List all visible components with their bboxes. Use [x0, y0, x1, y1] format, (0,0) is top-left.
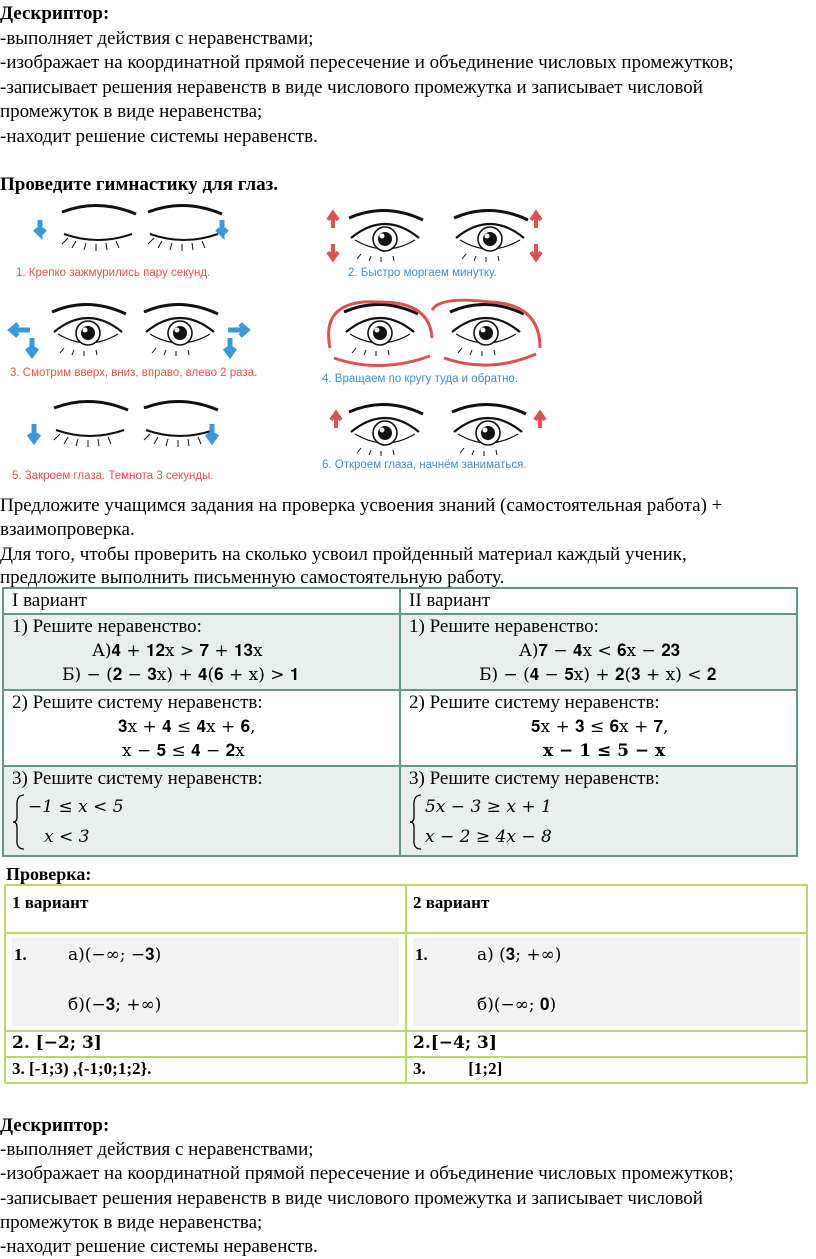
descriptor-line: -изображает на координатной прямой перес… — [0, 1163, 734, 1184]
table-row: 3) Решите систему неравенств: −1 ≤ x < 5… — [2, 765, 798, 857]
eye-gymnastics-illustration: 1. Крепко зажмурились пару секунд. 2. Бы… — [7, 203, 547, 482]
answer-number: 1. — [14, 945, 27, 964]
task-system-line: x − 2 ≥ 4x − 8 — [425, 827, 552, 847]
column-header: II вариант — [399, 587, 798, 615]
task-title: 3) Решите систему неравенств: — [12, 768, 263, 789]
task-system-line: x < 3 — [44, 827, 90, 847]
task-inequality: Б) − (𝟒 − 𝟓x) + 𝟐(𝟑 + x) < 𝟐 — [479, 665, 717, 685]
task-cell: 1) Решите неравенство: А)𝟒 + 𝟏𝟐x > 𝟕 + 𝟏… — [2, 613, 401, 691]
task-title: 1) Решите неравенство: — [409, 616, 599, 637]
answer-value: б)(−𝟑; +∞) — [68, 995, 162, 1015]
task-cell: 1) Решите неравенство: А)𝟕 − 𝟒x < 𝟔x − 𝟐… — [399, 613, 798, 691]
answer-cell: 1. а) (𝟑; +∞) б)(−∞; 𝟎) — [405, 932, 808, 1032]
task-system-line: x − 𝟓 ≤ 𝟒 − 𝟐x — [122, 741, 245, 761]
answer-cell: 3. [1;2] — [405, 1056, 808, 1084]
intro-line: взаимопроверка. — [0, 519, 135, 540]
task-cell: 2) Решите систему неравенств: 𝟓x + 𝟑 ≤ 𝟔… — [399, 689, 798, 767]
column-header: 2 вариант — [405, 884, 808, 934]
table-header-row: 1 вариант 2 вариант — [4, 884, 808, 934]
descriptor-line: промежуток в виде неравенства; — [0, 101, 263, 122]
eyes-blink — [326, 208, 543, 264]
check-table: 1 вариант 2 вариант 1. а)(−∞; −𝟑) б)(−𝟑;… — [4, 884, 808, 1084]
caption-1: 1. Крепко зажмурились пару секунд. — [16, 267, 210, 279]
table-header-row: I вариант II вариант — [2, 587, 798, 615]
caption-5: 5. Закроем глаза. Темнота 3 секунды. — [12, 470, 214, 482]
table-row: 3. [-1;3) ,{-1;0;1;2}. 3. [1;2] — [4, 1056, 808, 1084]
answer-value: б)(−∞; 𝟎) — [477, 995, 557, 1015]
tasks-table: I вариант II вариант 1) Решите неравенст… — [2, 587, 798, 857]
eyes-open — [329, 402, 547, 458]
intro-line: предложите выполнить письменную самостоя… — [0, 567, 505, 588]
task-inequality: Б) − (𝟐 − 𝟑x) + 𝟒(𝟔 + x) > 𝟏 — [62, 665, 300, 685]
check-title: Проверка: — [6, 864, 92, 884]
task-title: 2) Решите систему неравенств: — [12, 692, 263, 713]
descriptor-line: -записывает решения неравенств в виде чи… — [0, 77, 703, 98]
descriptor-line: -выполняет действия с неравенствами; — [0, 1139, 314, 1160]
answer-value: а) (𝟑; +∞) — [477, 945, 562, 965]
task-system-line: x − 𝟏 ≤ 𝟓 − x — [543, 741, 666, 761]
task-inequality: А)𝟒 + 𝟏𝟐x > 𝟕 + 𝟏𝟑x — [92, 641, 263, 661]
answer-cell: 2. [−𝟐; 𝟑] — [4, 1030, 407, 1058]
descriptor-title: Дескриптор: — [0, 3, 110, 24]
answer-number: 1. — [415, 945, 428, 964]
descriptor-line: промежуток в виде неравенства; — [0, 1212, 263, 1233]
eyes-look-directions — [7, 302, 251, 360]
answer-cell: 2.[−𝟒; 𝟑] — [405, 1030, 808, 1058]
descriptor-line: -записывает решения неравенств в виде чи… — [0, 1188, 703, 1209]
task-cell: 3) Решите систему неравенств: −1 ≤ x < 5… — [2, 765, 401, 857]
descriptor-line: -находит решение системы неравенств. — [0, 1236, 318, 1257]
descriptor-line: -находит решение системы неравенств. — [0, 126, 318, 147]
task-system-line: 𝟑x + 𝟒 ≤ 𝟒x + 𝟔, — [118, 717, 256, 737]
task-title: 1) Решите неравенство: — [12, 616, 202, 637]
task-title: 2) Решите систему неравенств: — [409, 692, 660, 713]
answer-cell: 3. [-1;3) ,{-1;0;1;2}. — [4, 1056, 407, 1084]
descriptor-title: Дескриптор: — [0, 1115, 110, 1136]
table-row: 2. [−𝟐; 𝟑] 2.[−𝟒; 𝟑] — [4, 1030, 808, 1058]
task-system-line: −1 ≤ x < 5 — [28, 797, 124, 817]
caption-6: 6. Откроем глаза, начнём заниматься. — [322, 459, 527, 471]
table-row: 2) Решите систему неравенств: 𝟑x + 𝟒 ≤ 𝟒… — [2, 689, 798, 767]
table-row: 1. а)(−∞; −𝟑) б)(−𝟑; +∞) 1. а) (𝟑; +∞) б… — [4, 932, 808, 1032]
task-cell: 3) Решите систему неравенств: 5x − 3 ≥ x… — [399, 765, 798, 857]
task-inequality: А)𝟕 − 𝟒x < 𝟔x − 𝟐𝟑 — [519, 641, 681, 661]
task-cell: 2) Решите систему неравенств: 𝟑x + 𝟒 ≤ 𝟒… — [2, 689, 401, 767]
table-row: 1) Решите неравенство: А)𝟒 + 𝟏𝟐x > 𝟕 + 𝟏… — [2, 613, 798, 691]
system-brace-icon — [12, 794, 25, 850]
caption-2: 2. Быстро моргаем минутку. — [348, 267, 497, 279]
descriptor-line: -выполняет действия с неравенствами; — [0, 28, 314, 49]
task-system-line: 5x − 3 ≥ x + 1 — [425, 797, 552, 817]
eyes-closed-dark — [26, 399, 220, 449]
eyes-rotate — [327, 298, 542, 367]
intro-line: Для того, чтобы проверить на сколько усв… — [0, 544, 687, 565]
column-header: 1 вариант — [4, 884, 407, 934]
column-header: I вариант — [2, 587, 401, 615]
intro-line: Предложите учащимся задания на проверка … — [0, 495, 723, 516]
caption-3: 3. Смотрим вверх, вниз, вправо, влево 2 … — [10, 367, 257, 379]
gymnastics-title: Проведите гимнастику для глаз. — [0, 174, 279, 195]
system-brace-icon — [409, 794, 422, 850]
task-system-line: 𝟓x + 𝟑 ≤ 𝟔x + 𝟕, — [531, 717, 669, 737]
task-title: 3) Решите систему неравенств: — [409, 768, 660, 789]
eyes-closed-tight — [33, 203, 229, 253]
answer-value: а)(−∞; −𝟑) — [68, 945, 162, 965]
caption-4: 4. Вращаем по кругу туда и обратно. — [322, 373, 518, 385]
descriptor-line: -изображает на координатной прямой перес… — [0, 52, 734, 73]
answer-cell: 1. а)(−∞; −𝟑) б)(−𝟑; +∞) — [4, 932, 407, 1032]
